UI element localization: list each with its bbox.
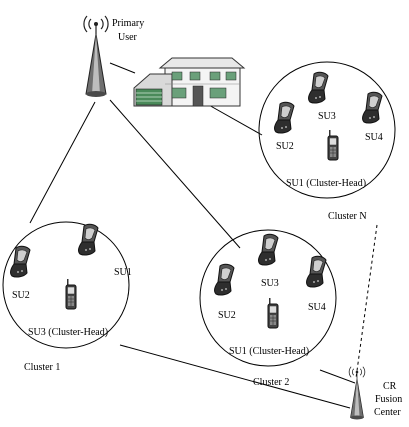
fusion-center-label-line1: CR	[383, 381, 397, 392]
cluster-1-su1-phone-icon	[78, 223, 99, 256]
cluster-n-head-label: SU1 (Cluster-Head)	[286, 178, 366, 189]
cluster-n-circle	[258, 61, 396, 199]
cluster-2-su3-phone-icon	[258, 233, 279, 266]
cluster-n-su4-phone-icon	[362, 91, 383, 124]
cluster-1-name: Cluster 1	[24, 362, 60, 373]
primary-user-label-line2: User	[118, 32, 138, 43]
cluster-2-su2-phone-icon	[214, 263, 235, 296]
cluster-2-su2-label: SU2	[218, 310, 236, 321]
link-cluster1-fc	[119, 344, 351, 409]
cluster-2-su4-label: SU4	[308, 302, 326, 313]
fusion-center-tower-icon	[348, 366, 366, 420]
cluster-1-su2-label: SU2	[12, 290, 30, 301]
fusion-center-label-line3: Center	[374, 407, 401, 418]
link-pu-house	[109, 62, 136, 74]
link-pu-cluster1	[29, 101, 96, 224]
fusion-center-label-line2: Fusion	[375, 394, 402, 405]
cluster-1-head-phone-icon	[65, 278, 77, 310]
cluster-2-head-phone-icon	[267, 297, 279, 329]
cluster-2-su4-phone-icon	[306, 255, 327, 288]
cluster-2-name: Cluster 2	[253, 377, 289, 388]
cluster-1-head-label: SU3 (Cluster-Head)	[28, 327, 108, 338]
link-pu-cluster2	[109, 99, 241, 249]
cluster-n-su2-phone-icon	[274, 101, 295, 134]
cluster-n-su3-phone-icon	[308, 71, 329, 104]
primary-user-tower-icon	[83, 15, 109, 98]
cluster-n-name: Cluster N	[328, 211, 367, 222]
cluster-1-circle	[2, 221, 130, 349]
cluster-2-su3-label: SU3	[261, 278, 279, 289]
cluster-1-su1-label: SU1	[114, 267, 132, 278]
cluster-n-su4-label: SU4	[365, 132, 383, 143]
cluster-2-head-label: SU1 (Cluster-Head)	[229, 346, 309, 357]
cluster-2-circle	[199, 229, 337, 367]
link-cluster2-fc	[319, 369, 356, 384]
cluster-n-su3-label: SU3	[318, 111, 336, 122]
cluster-n-su2-label: SU2	[276, 141, 294, 152]
cluster-n-head-phone-icon	[327, 129, 339, 161]
link-house-clustern	[206, 103, 263, 136]
house-icon	[133, 57, 246, 107]
link-clustern-fc	[355, 224, 378, 379]
primary-user-label-line1: Primary	[112, 18, 144, 29]
